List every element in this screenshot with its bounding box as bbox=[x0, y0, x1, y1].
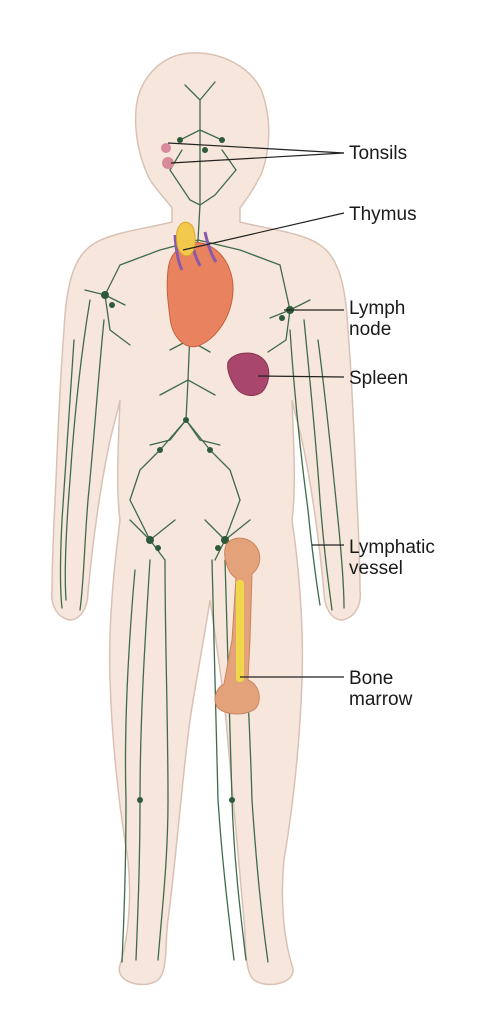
lymph-node bbox=[155, 545, 161, 551]
label-lymphatic-vessel-line2: vessel bbox=[349, 558, 435, 579]
label-bone-marrow-line2: marrow bbox=[349, 689, 412, 710]
label-bone-marrow: Bone marrow bbox=[349, 668, 412, 710]
lymph-node bbox=[109, 302, 115, 308]
lymph-node bbox=[215, 545, 221, 551]
lymph-node bbox=[157, 447, 163, 453]
lymph-node bbox=[177, 137, 183, 143]
label-thymus: Thymus bbox=[349, 204, 417, 225]
body-silhouette bbox=[52, 53, 361, 985]
lymph-node bbox=[183, 417, 189, 423]
lymph-node bbox=[202, 147, 208, 153]
lymph-node bbox=[229, 797, 235, 803]
label-tonsils: Tonsils bbox=[349, 143, 407, 164]
label-lymphatic-vessel: Lymphatic vessel bbox=[349, 537, 435, 579]
lymph-node bbox=[219, 137, 225, 143]
label-bone-marrow-line1: Bone bbox=[349, 668, 412, 689]
label-spleen: Spleen bbox=[349, 368, 408, 389]
label-lymph-node: Lymph node bbox=[349, 298, 405, 340]
lymph-node bbox=[101, 291, 109, 299]
label-lymph-node-line1: Lymph bbox=[349, 298, 405, 319]
tonsil bbox=[161, 143, 171, 153]
lymph-node bbox=[146, 536, 154, 544]
lymph-node bbox=[207, 447, 213, 453]
bone-marrow bbox=[236, 580, 244, 682]
lymph-node bbox=[137, 797, 143, 803]
thymus bbox=[176, 222, 195, 256]
lymph-node bbox=[279, 315, 285, 321]
label-lymph-node-line2: node bbox=[349, 319, 405, 340]
body-outline bbox=[52, 53, 361, 985]
label-lymphatic-vessel-line1: Lymphatic bbox=[349, 537, 435, 558]
